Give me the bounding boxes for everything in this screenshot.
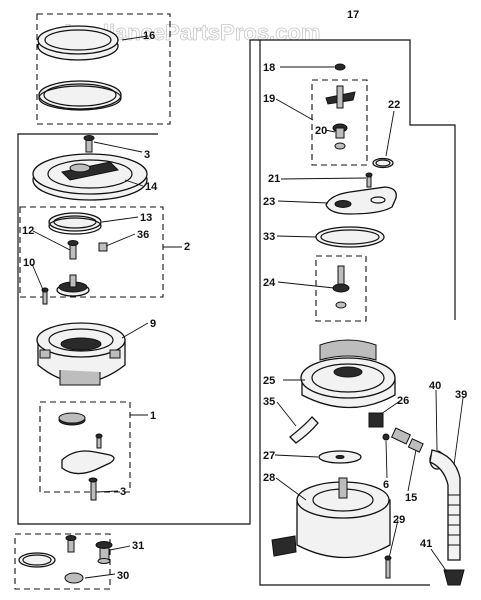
callout-41: 41 — [420, 538, 432, 550]
part-36-nut — [98, 242, 108, 252]
callout-21: 21 — [268, 173, 280, 185]
part-14-cover — [32, 153, 148, 201]
callout-18: 18 — [263, 62, 275, 74]
callout-40: 40 — [429, 380, 441, 392]
callout-14: 14 — [145, 181, 158, 193]
part-3-screw-lower — [88, 477, 98, 501]
callout-29: 29 — [393, 514, 405, 526]
part-21-screw — [365, 172, 373, 188]
part-26-connector — [368, 412, 384, 428]
callout-3-upper: 3 — [144, 149, 150, 161]
left-assembly-boundary — [17, 130, 251, 525]
callout-16: 16 — [143, 30, 155, 42]
callout-1: 1 — [150, 410, 156, 422]
part-16-ring-assembly — [37, 25, 122, 111]
part-6-15-fittings — [382, 427, 424, 453]
callout-36: 36 — [137, 229, 149, 241]
group-box-1 — [39, 401, 131, 493]
callout-28: 28 — [263, 472, 275, 484]
part-35-hose-elbow — [289, 416, 319, 444]
group-box-16 — [36, 13, 171, 125]
callout-13: 13 — [140, 212, 152, 224]
part-3-screw-upper — [83, 135, 95, 153]
part-9-pump-housing — [36, 322, 126, 386]
part-31-bolt — [95, 541, 113, 564]
part-24-shaft — [332, 265, 350, 309]
callout-24: 24 — [263, 277, 276, 289]
callout-27: 27 — [263, 450, 275, 462]
callout-39: 39 — [455, 389, 467, 401]
part-2-impeller — [56, 274, 90, 297]
right-assembly-bottom — [259, 40, 430, 586]
part-22-seal — [372, 157, 394, 169]
callout-17: 17 — [347, 9, 359, 21]
callout-31: 31 — [132, 540, 144, 552]
part-13-ring — [48, 212, 102, 235]
callout-26: 26 — [397, 395, 409, 407]
leader-lines — [31, 35, 464, 579]
part-30-kit — [18, 535, 84, 584]
part-41-end-cap — [443, 569, 465, 586]
callout-3-lower: 3 — [120, 486, 126, 498]
callout-25: 25 — [263, 375, 275, 387]
part-25-pump-base — [300, 339, 396, 409]
part-33-gasket — [315, 226, 385, 248]
callout-35: 35 — [263, 396, 275, 408]
callout-33: 33 — [263, 231, 275, 243]
part-39-drain-hose — [429, 449, 461, 561]
part-23-plate — [325, 186, 397, 215]
callout-9: 9 — [150, 318, 156, 330]
part-28-motor — [271, 477, 391, 559]
callout-6: 6 — [383, 479, 389, 491]
callout-15: 15 — [405, 492, 417, 504]
callout-10: 10 — [23, 257, 35, 269]
callout-labels: 16 3 14 13 36 12 10 2 9 1 3 31 30 17 18 … — [22, 9, 467, 582]
part-1-chopper-assembly — [58, 412, 115, 475]
part-27-disc — [318, 450, 362, 464]
callout-12: 12 — [22, 225, 34, 237]
part-12-screw — [67, 240, 79, 260]
right-assembly-boundary — [249, 39, 456, 320]
callout-30: 30 — [117, 570, 129, 582]
callout-23: 23 — [263, 196, 275, 208]
callout-22: 22 — [388, 99, 400, 111]
part-29-screw — [384, 555, 392, 579]
callout-19: 19 — [263, 93, 275, 105]
part-18-nut — [334, 63, 346, 71]
group-box-24 — [315, 255, 367, 322]
group-box-2 — [19, 206, 164, 298]
callout-20: 20 — [315, 125, 327, 137]
callout-2: 2 — [184, 241, 190, 253]
part-19-blade-assembly — [325, 85, 356, 150]
